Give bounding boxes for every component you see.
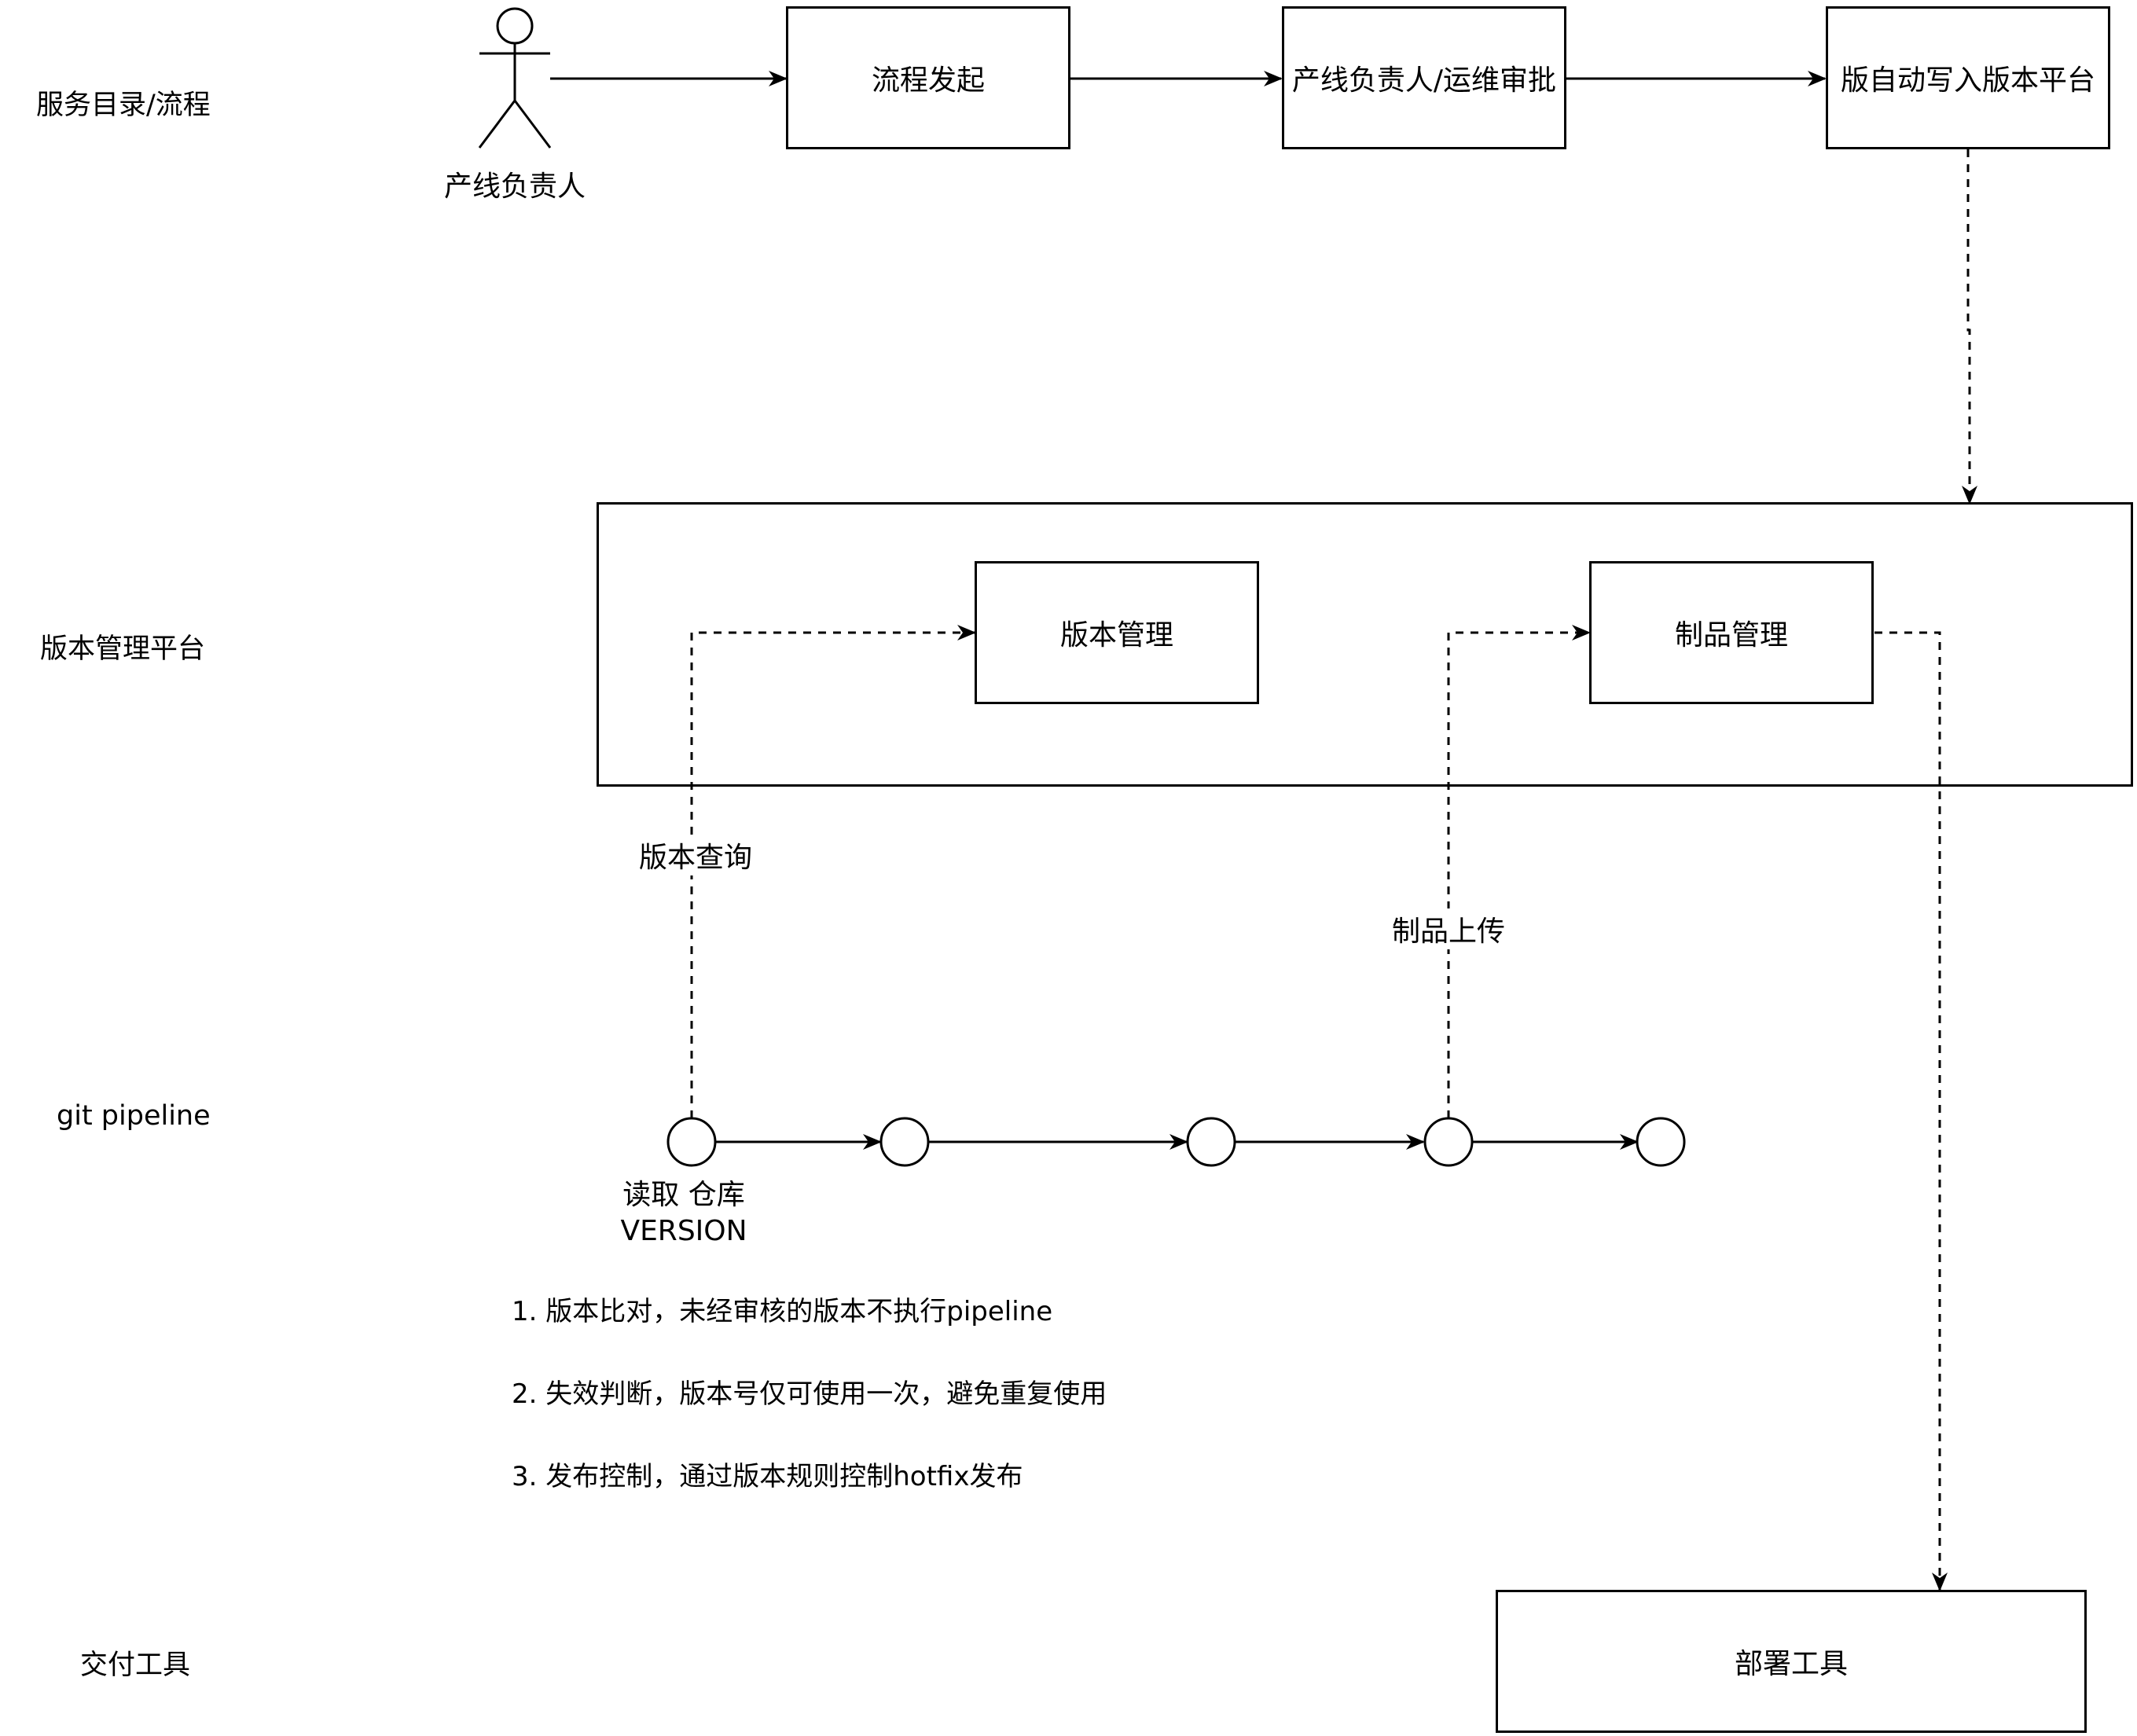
arrow-artifact-to-deploy: [1874, 631, 1948, 1591]
note-2: 2. 失效判断，版本号仅可使用一次，避免重复使用: [512, 1378, 1107, 1410]
lane-label-git-pipeline: git pipeline: [57, 1100, 211, 1132]
process-approval-label: 产线负责人/运维审批: [1291, 64, 1557, 97]
note-1: 1. 版本比对，未经审核的版本不执行pipeline: [512, 1296, 1053, 1327]
process-start-label: 流程发起: [871, 64, 985, 97]
deploy-tool-box[interactable]: 部署工具: [1496, 1590, 2087, 1733]
pipeline-read-label: 读取 仓库 VERSION: [605, 1177, 762, 1250]
artifact-mgmt-label: 制品管理: [1674, 619, 1788, 651]
note-3: 3. 发布控制，通过版本规则控制hotfix发布: [512, 1461, 1023, 1492]
pipeline-read-label-line1: 读取 仓库: [622, 1179, 745, 1211]
deploy-tool-label: 部署工具: [1734, 1648, 1848, 1680]
arrow-artifact-upload: [1447, 625, 1591, 1118]
pipeline-node-2[interactable]: [879, 1117, 930, 1167]
process-autowrite-box[interactable]: 版自动写入版本平台: [1826, 6, 2110, 149]
pipeline-node-5[interactable]: [1636, 1117, 1686, 1167]
lane-label-version-platform: 版本管理平台: [40, 633, 206, 665]
pipeline-node-3[interactable]: [1186, 1117, 1236, 1167]
process-autowrite-label: 版自动写入版本平台: [1840, 64, 2095, 97]
arrow-autowrite-to-platform: [1962, 149, 1977, 505]
pipeline-node-1[interactable]: [666, 1117, 717, 1167]
lane-label-service-catalog: 服务目录/流程: [36, 90, 211, 121]
person-icon: [478, 7, 552, 149]
process-approval-box[interactable]: 产线负责人/运维审批: [1282, 6, 1566, 149]
arrow-version-query: [690, 625, 976, 1118]
artifact-mgmt-box[interactable]: 制品管理: [1589, 561, 1874, 704]
process-start-box[interactable]: 流程发起: [786, 6, 1070, 149]
lane-label-delivery-tools: 交付工具: [80, 1650, 191, 1681]
version-platform-container: [597, 502, 2133, 787]
pipeline-node-4[interactable]: [1423, 1117, 1474, 1167]
edge-label-version-query: 版本查询: [633, 835, 758, 875]
pipeline-read-label-line2: VERSION: [620, 1215, 747, 1247]
version-mgmt-box[interactable]: 版本管理: [975, 561, 1259, 704]
actor-label: 产线负责人: [443, 171, 586, 203]
edge-label-artifact-upload: 制品上传: [1386, 908, 1511, 949]
version-mgmt-label: 版本管理: [1059, 619, 1173, 651]
